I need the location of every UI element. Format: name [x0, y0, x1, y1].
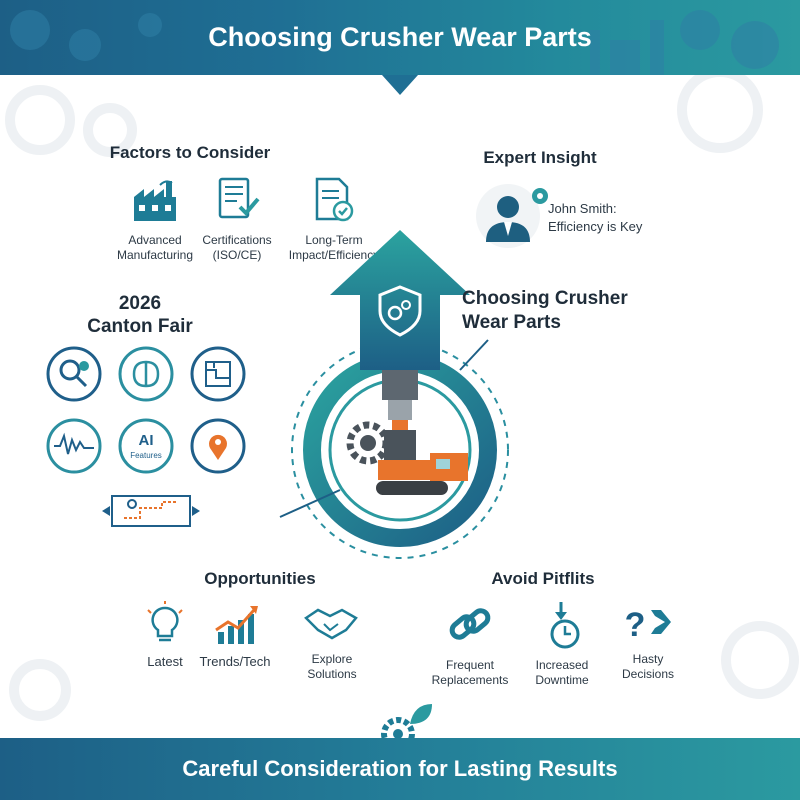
center-title-line2: Wear Parts: [462, 312, 561, 333]
factor-item: Advanced Manufacturing: [110, 175, 200, 263]
opportunity-item: Explore Solutions: [290, 600, 374, 682]
opportunities-title: Opportunities: [204, 569, 316, 588]
gear-leaf-icon: [381, 704, 432, 750]
gear-icon: [346, 421, 390, 465]
svg-text:?: ?: [625, 606, 646, 644]
document-check-icon: [315, 177, 354, 222]
ai-sublabel: Features: [130, 451, 162, 460]
factor-label: Long-Term Impact/Efficiency: [284, 233, 384, 263]
fair-title: 2026 Canton Fair: [70, 292, 210, 338]
footer-tagline: Careful Consideration for Lasting Result…: [182, 756, 618, 781]
growth-chart-icon: [215, 606, 258, 644]
factor-label-line2: Manufacturing: [116, 248, 194, 262]
pitfall-label: Hasty Decisions: [608, 652, 688, 682]
fair-title-name: Canton Fair: [87, 316, 193, 337]
fair-title-year: 2026: [118, 293, 162, 314]
question-arrow-icon: ?: [625, 606, 671, 644]
pitfall-label-line2: Decisions: [621, 667, 675, 681]
factor-label: Certifications (ISO/CE): [192, 233, 282, 263]
opportunity-label: Explore Solutions: [290, 652, 374, 682]
crusher-machine-icon: [376, 453, 468, 495]
factor-label-line1: Advanced: [128, 233, 182, 247]
pitfall-item: ? Hasty Decisions: [608, 600, 688, 682]
waveform-icon: [46, 418, 102, 474]
opportunity-label-line2: Solutions: [307, 667, 357, 681]
expert-quote: John Smith: Efficiency is Key: [548, 200, 658, 236]
pitfall-label-line2: Downtime: [535, 673, 589, 687]
factor-item: Long-Term Impact/Efficiency: [284, 175, 384, 263]
central-crusher-illustration: [279, 230, 509, 559]
clock-down-icon: [550, 602, 580, 649]
magnifier-gear-icon: [46, 346, 102, 402]
factor-item: Certifications (ISO/CE): [192, 175, 282, 263]
opportunity-item: Trends/Tech: [190, 600, 280, 669]
center-title-line1: Choosing Crusher: [462, 288, 628, 309]
factors-title: Factors to Consider: [109, 143, 271, 162]
pitfall-label-line2: Replacements: [431, 673, 509, 687]
opportunity-label: Trends/Tech: [199, 654, 271, 669]
up-arrow: [330, 230, 470, 370]
header-decoration: [10, 10, 779, 95]
expert-quote-line1: John Smith:: [548, 201, 617, 216]
ai-label: AI: [139, 432, 154, 449]
opportunity-label: Latest: [147, 654, 183, 669]
center-title: Choosing Crusher Wear Parts: [462, 287, 642, 335]
pitfall-label-line1: Hasty: [632, 652, 664, 666]
ai-features-icon: AI Features: [118, 418, 174, 474]
factor-label-line2: Impact/Efficiency: [288, 248, 380, 262]
factor-label-line1: Certifications: [202, 233, 272, 247]
certificate-icon: [218, 177, 260, 219]
shield-gear-icon: [378, 285, 422, 337]
opportunity-item: Latest: [130, 600, 200, 669]
handshake-icon: [304, 608, 358, 640]
expert-avatar-icon: [476, 184, 548, 248]
circuit-icon: [190, 346, 246, 402]
location-pin-icon: [190, 418, 246, 474]
header-banner: [0, 0, 800, 75]
opportunity-label-line1: Explore: [311, 652, 353, 666]
expert-quote-line2: Efficiency is Key: [548, 219, 643, 234]
pitfall-item: Increased Downtime: [522, 600, 602, 688]
lightbulb-icon: [147, 601, 183, 642]
footer-banner: [0, 738, 800, 800]
fair-icon-grid: AI Features: [46, 346, 246, 527]
pitfall-label: Increased Downtime: [522, 658, 602, 688]
factor-label-line1: Long-Term: [305, 233, 363, 247]
pitfalls-title: Avoid Pitflits: [491, 569, 595, 588]
expert-title: Expert Insight: [483, 148, 597, 167]
pitfall-item: Frequent Replacements: [425, 600, 515, 688]
timeline-diagram-icon: [102, 495, 200, 527]
factor-label-line2: (ISO/CE): [212, 248, 262, 262]
crusher-shaft: [382, 370, 418, 400]
pitfall-label-line1: Frequent: [445, 658, 495, 672]
factory-icon: [134, 180, 176, 221]
page-title: Choosing Crusher Wear Parts: [208, 22, 592, 52]
pitfall-label: Frequent Replacements: [425, 658, 515, 688]
brain-icon: [118, 346, 174, 402]
pitfall-label-line1: Increased: [535, 658, 589, 672]
factor-label: Advanced Manufacturing: [110, 233, 200, 263]
chain-link-icon: [449, 608, 491, 640]
